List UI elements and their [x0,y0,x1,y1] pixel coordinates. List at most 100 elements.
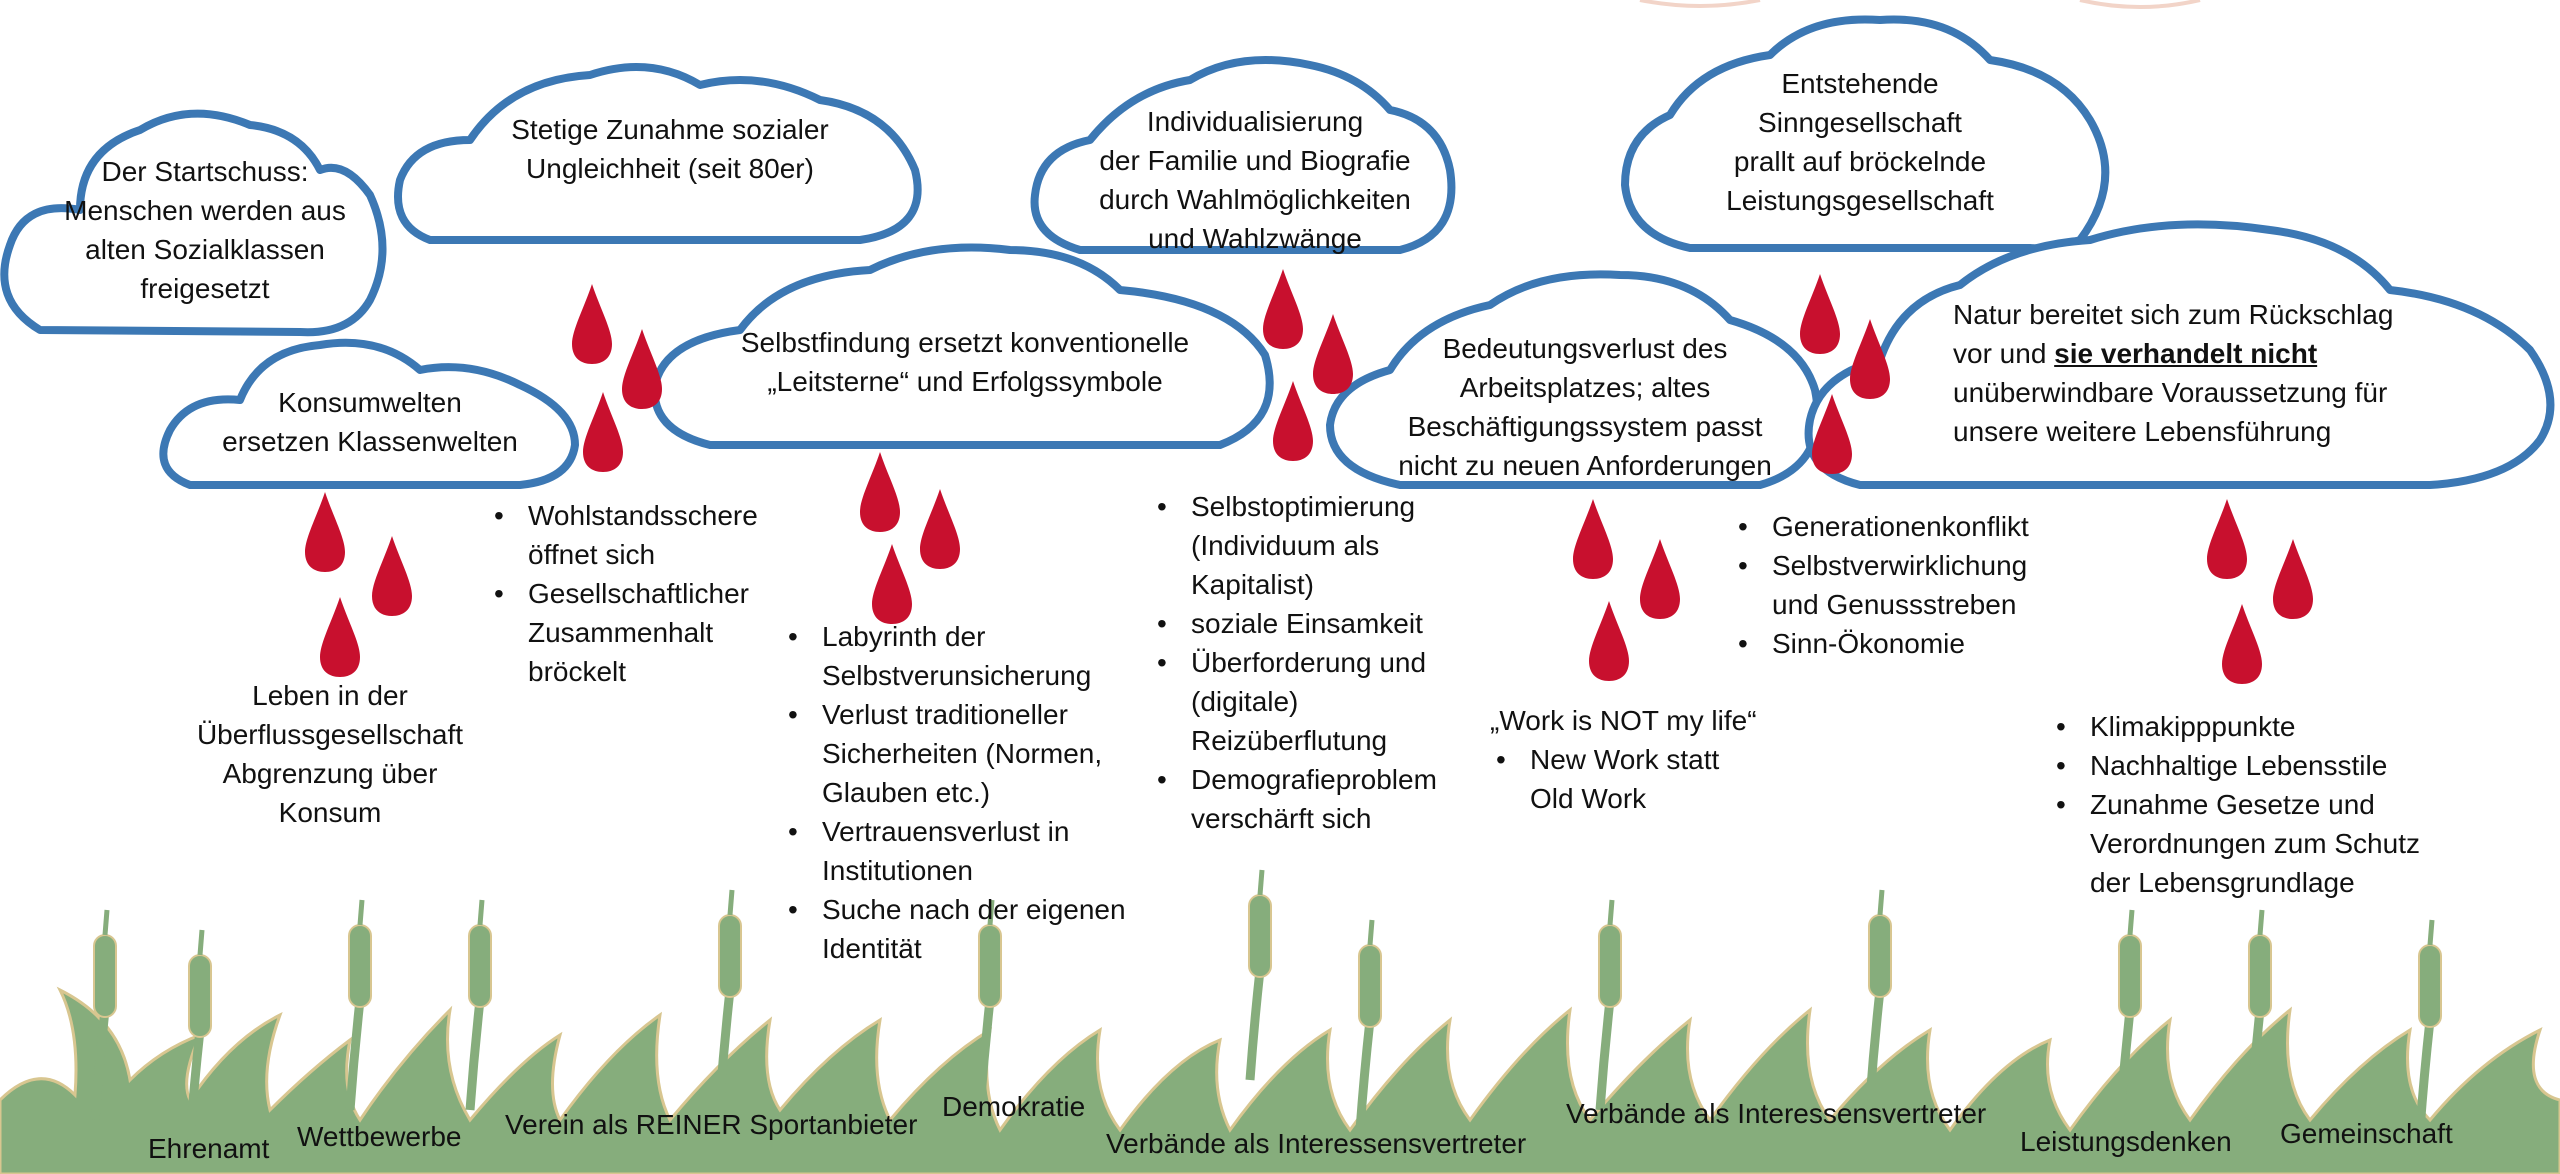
cloud-line: Konsumwelten [278,387,462,418]
cloud-natur [1804,220,2555,489]
bullet-item: Demografieproblem verschärft sich [1153,760,1453,838]
cloud-line: und Wahlzwänge [1148,223,1362,254]
cloud-line: Individualisierung [1146,106,1364,137]
cloud-individualisierung-text: Individualisierung der Familie und Biogr… [1070,102,1440,258]
cloud-line: Natur bereitet sich zum Rückschlag [1953,299,2394,330]
cloud-line: Menschen werden aus [64,195,346,226]
bullet-item: Suche nach der eigenen Identität [784,890,1164,968]
drop [622,329,662,409]
cloud-sinngesellschaft [1621,15,2110,253]
drop [1273,381,1313,461]
bullet-line: Generationenkonflikt [1772,511,2029,542]
cloud-bedeutungsverlust-text: Bedeutungsverlust des Arbeitsplatzes; al… [1375,329,1795,485]
selbstfindung-bullets: Labyrinth der Selbstverunsicherung Verlu… [784,617,1164,968]
outcome-line: Abgrenzung über [222,758,438,789]
cloud-line: durch Wahlmöglichkeiten [1099,184,1411,215]
bullet-item: Klimakipppunkte [2052,707,2432,746]
sinn-bullets: Generationenkonflikt Selbstverwirklichun… [1734,507,2054,663]
drop [305,492,345,572]
bullet-item: Generationenkonflikt [1734,507,2054,546]
bullet-line: Verordnungen zum Schutz [2090,828,2420,859]
bullet-item: Zunahme Gesetze und Verordnungen zum Sch… [2052,785,2432,902]
bullet-item: Sinn-Ökonomie [1734,624,2054,663]
bullet-line: soziale Einsamkeit [1191,608,1423,639]
bullet-line: Labyrinth der [822,621,986,652]
cloud-konsumwelten-text: Konsumwelten ersetzen Klassenwelten [205,383,535,461]
cloud-line: Ungleichheit (seit 80er) [526,153,814,184]
grass-label-verbaende-2: Verbände als Interessensvertreter [1566,1098,1987,1129]
work-bullets: New Work statt Old Work [1492,740,1752,818]
natur-bullets: Klimakipppunkte Nachhaltige Lebensstile … [2052,707,2432,902]
cattail [1599,900,1621,1110]
grass-label-ehrenamt: Ehrenamt [148,1133,270,1164]
cloud-selbstfindung-text: Selbstfindung ersetzt konventionelle „Le… [720,323,1210,401]
ungleichheit-bullets: Wohlstandsschere öffnet sich Gesellschaf… [490,496,780,691]
bullet-line: Selbstoptimierung [1191,491,1416,522]
cloud-line: unsere weitere Lebensführung [1953,416,2332,447]
bullet-item: soziale Einsamkeit [1153,604,1453,643]
bullet-line: Zusammenhalt [528,617,714,648]
bullet-item: Selbstoptimierung (Individuum als Kapita… [1153,487,1453,604]
bullet-item: Vertrauensverlust in Institutionen [784,812,1164,890]
bullet-line: Selbstverunsicherung [822,660,1092,691]
bullet-line: verschärft sich [1191,803,1372,834]
bullet-line: Sicherheiten (Normen, [822,738,1103,769]
cloud-line: Arbeitsplatzes; altes [1459,372,1711,403]
cloud-line: Leistungsgesellschaft [1726,185,1994,216]
drop [572,284,612,364]
cloud-sinngesellschaft-text: Entstehende Sinngesellschaft prallt auf … [1680,64,2040,220]
drop [920,489,960,569]
outcome-line: Leben in der [252,680,408,711]
cattail [2419,920,2441,1130]
bullet-line: Old Work [1530,783,1647,814]
cloud-startschuss [0,109,387,337]
drop [1573,499,1613,579]
konsum-outcome-text: Leben in der Überflussgesellschaft Abgre… [175,676,485,832]
cloud-line: ersetzen Klassenwelten [222,426,518,457]
cloud-line: der Familie und Biografie [1099,145,1411,176]
cloud-line: unüberwindbare Voraussetzung für [1953,377,2388,408]
bullet-item: Verlust traditioneller Sicherheiten (Nor… [784,695,1164,812]
drop [1640,539,1680,619]
cloud-line: „Leitsterne“ und Erfolgssymbole [767,366,1163,397]
bullet-line: bröckelt [528,656,627,687]
grass-label-leistungsdenken: Leistungsdenken [2020,1126,2232,1157]
bullet-line: Institutionen [822,855,973,886]
bullet-line: Suche nach der eigenen [822,894,1126,925]
grass-ground [0,870,2560,1174]
drop [2222,604,2262,684]
bullet-line: der Lebensgrundlage [2090,867,2355,898]
bullet-line: Sinn-Ökonomie [1772,628,1965,659]
bullet-line: New Work statt [1530,744,1720,775]
bullet-item: Überforderung und (digitale) Reizüberflu… [1153,643,1453,760]
drop [1313,314,1353,394]
natur-emphasis: sie verhandelt nicht [2054,338,2318,369]
cattail [469,900,491,1110]
bullet-line: Zunahme Gesetze und [2090,789,2375,820]
grass-label-verbaende-1: Verbände als Interessensvertreter [1106,1128,1527,1159]
cloud-ungleichheit [394,63,922,244]
grass-label-gemeinschaft: Gemeinschaft [2280,1118,2453,1149]
grass-label-demokratie: Demokratie [942,1091,1086,1122]
cloud-line: Selbstfindung ersetzt konventionelle [740,327,1190,358]
bullet-line: Identität [822,933,922,964]
cloud-line: alten Sozialklassen [85,234,325,265]
cloud-line: Der Startschuss: [101,156,309,187]
cloud-line: Bedeutungsverlust des [1442,333,1728,364]
drop [860,452,900,532]
outcome-line: Konsum [278,797,382,828]
cattail [349,900,371,1110]
work-quote: „Work is NOT my life“ [1490,701,1757,740]
cloud-line: nicht zu neuen Anforderungen [1398,450,1772,481]
cloud-line: vor und sie verhandelt nicht [1953,334,2473,373]
bullet-line: Gesellschaftlicher [528,578,749,609]
cloud-selbstfindung [650,243,1274,449]
drop [372,536,412,616]
bullet-item: New Work statt Old Work [1492,740,1752,818]
bullet-line: Klimakipppunkte [2090,711,2296,742]
work-quote-line: „Work is NOT my life“ [1490,705,1757,736]
grass-label-wettbewerbe: Wettbewerbe [297,1121,462,1152]
bullet-item: Wohlstandsschere öffnet sich [490,496,780,574]
bullet-item: Selbstverwirklichung und Genussstreben [1734,546,2054,624]
